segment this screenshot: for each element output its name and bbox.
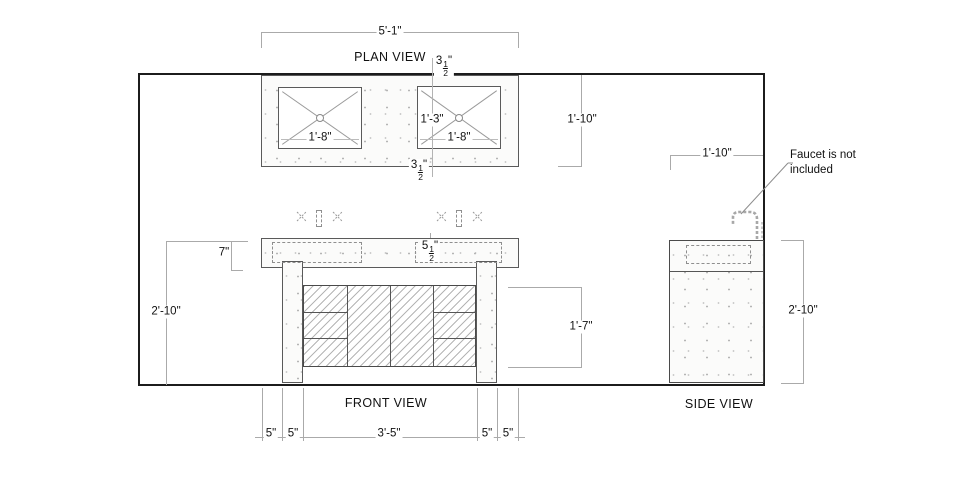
dim-overhang-left: 5" <box>263 427 279 441</box>
dim-sink-left-width: 1'-8" <box>306 131 334 145</box>
hole-cross-icon <box>472 211 483 222</box>
side-view-title: SIDE VIEW <box>684 397 754 411</box>
side-sink-hidden <box>686 245 751 264</box>
faucet-note-line1: Faucet is not <box>790 149 856 161</box>
leader-line <box>740 162 789 215</box>
dim-ext-bottom-2 <box>282 388 283 441</box>
dim-leg-left: 5" <box>285 427 301 441</box>
drawer-divider <box>304 312 347 313</box>
dim-plan-depth: 1'-10" <box>565 113 599 127</box>
dim-ext-counter-top <box>166 241 248 242</box>
dim-tick-counter-bottom <box>231 270 243 271</box>
front-cabinet <box>303 285 476 367</box>
front-leg-left <box>282 261 303 383</box>
dim-ext-cabinet-top <box>508 287 581 288</box>
hole-cross-icon <box>296 211 307 222</box>
dim-tick-bowl-depth <box>430 233 431 242</box>
dim-ext-bottom-1 <box>262 388 263 441</box>
dim-sink-depth: 1'-3" <box>418 113 446 127</box>
dim-tick-plan-depth <box>558 166 582 167</box>
faucet-note: Faucet is not included <box>790 148 856 178</box>
side-view-body <box>669 240 764 383</box>
dim-ext-side-depth <box>670 155 671 170</box>
dim-side-depth: 1'-10" <box>700 147 734 161</box>
dim-ext-plan-width-right <box>518 32 519 48</box>
cabinet-divider <box>347 286 348 366</box>
dim-tick-side-top <box>781 240 803 241</box>
front-leg-right <box>476 261 497 383</box>
faucet-holes-left <box>296 210 344 229</box>
dim-leg-span: 3'-5" <box>375 427 403 441</box>
drain-icon <box>316 114 324 122</box>
dim-front-height: 2'-10" <box>149 305 183 319</box>
plan-view-title: PLAN VIEW <box>354 50 426 64</box>
hole-cross-icon <box>436 211 447 222</box>
dim-ext-bottom-5 <box>497 388 498 441</box>
hole-slot-icon <box>316 210 322 227</box>
cabinet-door-divider <box>390 286 391 366</box>
front-sink-hidden-right <box>415 242 502 263</box>
drain-icon <box>455 113 463 122</box>
side-counter-joint <box>670 271 763 272</box>
dim-overhang-right: 5" <box>500 427 516 441</box>
dim-counter-thickness: 7" <box>216 246 232 260</box>
faucet-annotation-graphics <box>731 162 793 239</box>
dim-cabinet-height: 1'-7" <box>567 320 595 334</box>
dim-ext-bottom-3 <box>303 388 304 441</box>
dim-leg-right: 5" <box>479 427 495 441</box>
dim-line-counter-thickness <box>231 241 232 270</box>
cabinet-divider <box>433 286 434 366</box>
dim-ext-bottom-4 <box>477 388 478 441</box>
dim-ext-cabinet-bottom <box>508 367 581 368</box>
drawer-divider <box>433 338 476 339</box>
faucet-note-line2: included <box>790 164 833 176</box>
dim-sink-right-width: 1'-8" <box>445 131 473 145</box>
hole-cross-icon <box>332 211 343 222</box>
dim-ext-plan-width-left <box>261 32 262 48</box>
dim-plan-width: 5'-1" <box>376 25 404 39</box>
drawer-divider <box>304 338 347 339</box>
dim-ext-bottom-6 <box>518 388 519 441</box>
faucet-icon <box>731 210 759 239</box>
dim-side-height: 2'-10" <box>786 304 820 318</box>
front-view-title: FRONT VIEW <box>344 396 428 410</box>
plan-sink-left <box>278 87 362 149</box>
faucet-holes-right <box>436 210 484 229</box>
front-sink-hidden-left <box>272 242 362 263</box>
hole-slot-icon <box>456 210 462 227</box>
dim-tick-side-bottom <box>781 383 803 384</box>
drawer-divider <box>433 312 476 313</box>
